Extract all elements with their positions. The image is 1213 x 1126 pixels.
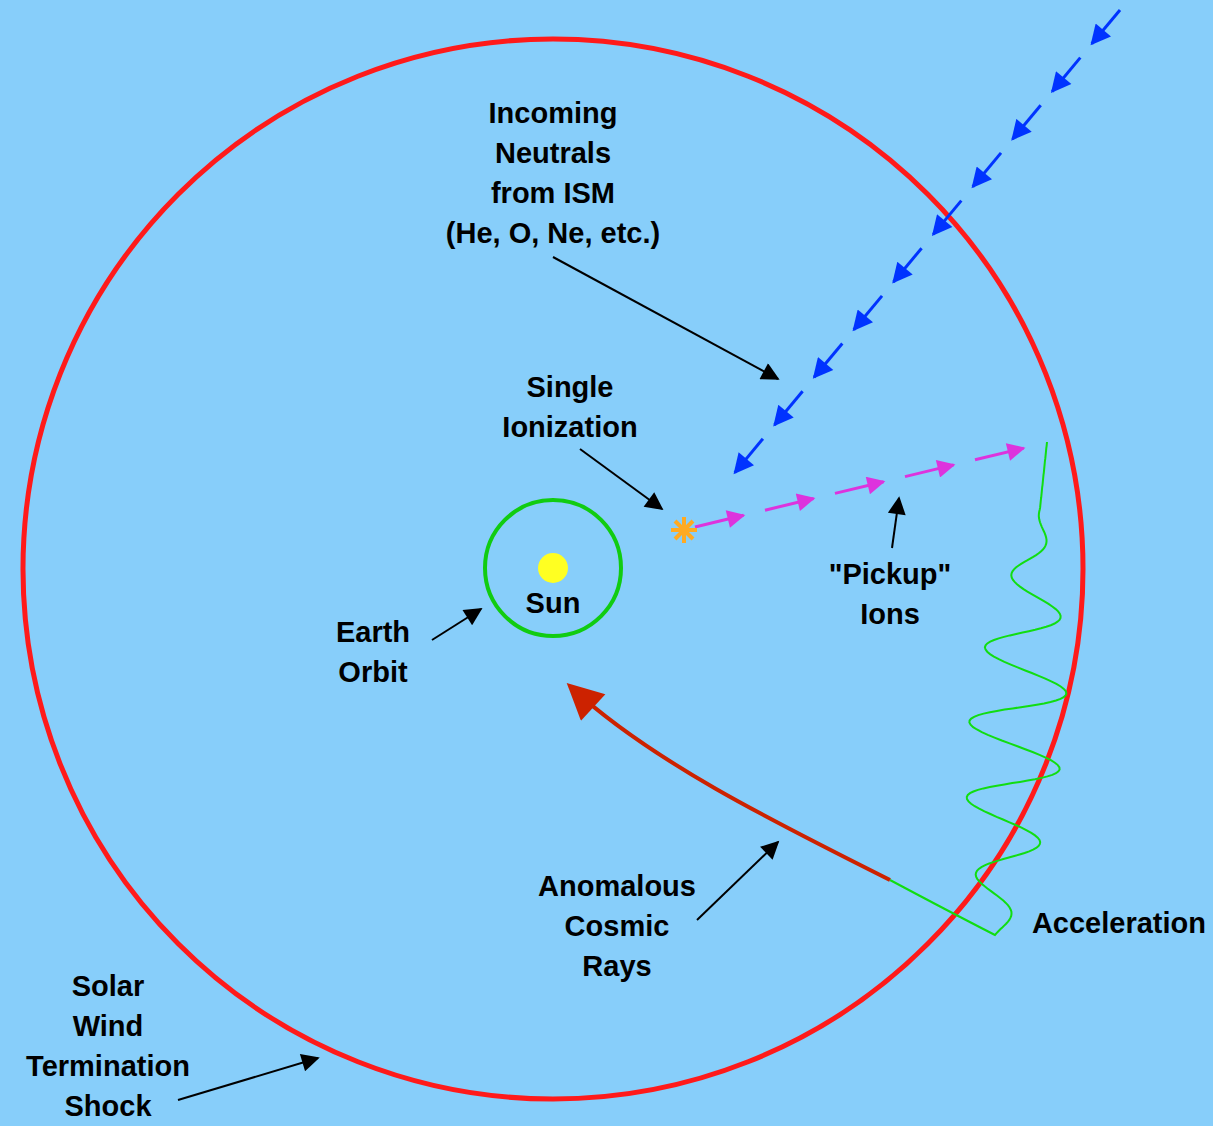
callout-label: Solar Wind Termination Shock bbox=[23, 966, 193, 1126]
callout-label: Incoming Neutrals from ISM (He, O, Ne, e… bbox=[443, 93, 663, 253]
label-line: Solar bbox=[26, 966, 190, 1006]
pickup-flow bbox=[695, 448, 1024, 527]
flow-dash bbox=[775, 391, 803, 425]
label-line: Single bbox=[502, 367, 637, 407]
neutral-flow bbox=[735, 10, 1120, 473]
label-line: Anomalous bbox=[538, 866, 696, 906]
flow-dash bbox=[973, 153, 1001, 187]
flow-dash bbox=[1052, 58, 1080, 92]
label-line: Shock bbox=[26, 1086, 190, 1126]
cosmic-ray-path bbox=[572, 688, 890, 880]
flow-dash bbox=[814, 344, 842, 378]
earth-orbit bbox=[485, 500, 621, 636]
sun-disc bbox=[538, 553, 568, 583]
flow-dash bbox=[1013, 105, 1041, 139]
flow-dash bbox=[975, 448, 1024, 460]
flow-dash bbox=[1092, 10, 1120, 44]
label-line: Orbit bbox=[336, 652, 410, 692]
leader-line bbox=[580, 449, 662, 509]
label-line: Ions bbox=[829, 594, 952, 634]
termination-shock bbox=[23, 39, 1083, 1099]
label-line: Sun bbox=[526, 583, 581, 623]
label-line: Neutrals bbox=[446, 133, 660, 173]
callout-label: "Pickup" Ions bbox=[826, 554, 955, 634]
flow-dash bbox=[905, 465, 954, 477]
flow-dash bbox=[765, 499, 814, 511]
flow-dash bbox=[695, 515, 744, 527]
label-line: Cosmic bbox=[538, 906, 696, 946]
leader-line bbox=[178, 1058, 318, 1100]
label-line: Acceleration bbox=[1032, 903, 1206, 943]
label-line: Wind bbox=[26, 1006, 190, 1046]
callout-label: Single Ionization bbox=[499, 367, 640, 447]
label-line: Ionization bbox=[502, 407, 637, 447]
callout-label: Acceleration bbox=[1029, 903, 1209, 943]
leader-line bbox=[697, 842, 778, 920]
label-line: Incoming bbox=[446, 93, 660, 133]
flow-dash bbox=[835, 482, 884, 494]
callout-label: Earth Orbit bbox=[333, 612, 413, 692]
leader-line bbox=[432, 609, 481, 640]
flow-dash bbox=[933, 201, 961, 235]
flow-dash bbox=[894, 248, 922, 282]
label-line: from ISM bbox=[446, 173, 660, 213]
acceleration-wiggle bbox=[890, 442, 1066, 935]
label-line: Earth bbox=[336, 612, 410, 652]
sun-label: Sun bbox=[523, 583, 584, 623]
label-line: Termination bbox=[26, 1046, 190, 1086]
ionization-star bbox=[671, 517, 697, 543]
label-line: "Pickup" bbox=[829, 554, 952, 594]
flow-dash bbox=[854, 296, 882, 330]
flow-dash bbox=[735, 439, 763, 473]
leader-line bbox=[553, 257, 778, 379]
label-line: (He, O, Ne, etc.) bbox=[446, 213, 660, 253]
label-line: Rays bbox=[538, 946, 696, 986]
leader-line bbox=[892, 498, 899, 548]
callout-label: Anomalous Cosmic Rays bbox=[535, 866, 699, 986]
